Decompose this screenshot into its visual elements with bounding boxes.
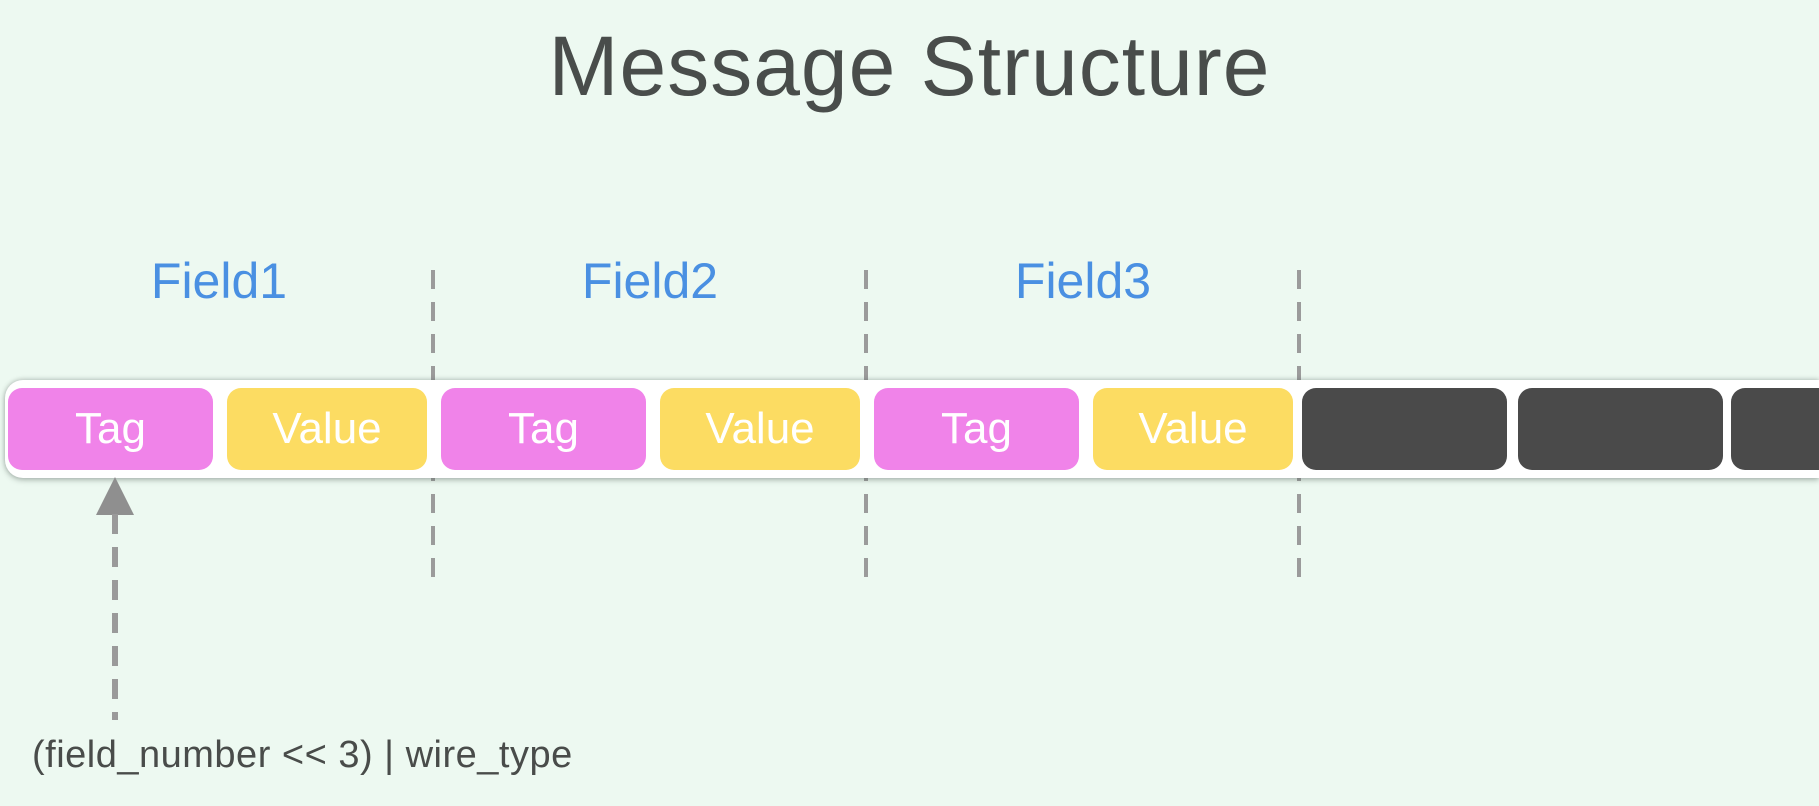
value-box-3: Value bbox=[1093, 388, 1293, 470]
value-box-3-label: Value bbox=[1138, 404, 1248, 453]
value-box-2-label: Value bbox=[705, 404, 815, 453]
tag-box-3-label: Tag bbox=[941, 404, 1012, 453]
tag-box-1: Tag bbox=[8, 388, 213, 470]
byte-stream-strip: Tag Value Tag Value Tag Value bbox=[5, 380, 1819, 478]
tag-box-1-label: Tag bbox=[75, 404, 146, 453]
value-box-1-label: Value bbox=[272, 404, 382, 453]
raw-bytes-box-1 bbox=[1302, 388, 1507, 470]
raw-bytes-box-3 bbox=[1731, 388, 1819, 470]
tag-box-2: Tag bbox=[441, 388, 646, 470]
field3-label: Field3 bbox=[1014, 253, 1152, 309]
arrow-dashed-stem bbox=[112, 514, 118, 720]
value-box-1: Value bbox=[227, 388, 427, 470]
arrow-up-icon bbox=[96, 477, 134, 515]
tag-formula-annotation: (field_number << 3) | wire_type bbox=[32, 734, 573, 776]
diagram-title: Message Structure bbox=[548, 19, 1271, 113]
tag-box-3: Tag bbox=[874, 388, 1079, 470]
field2-label: Field2 bbox=[581, 253, 719, 309]
raw-bytes-box-2 bbox=[1518, 388, 1723, 470]
field1-label: Field1 bbox=[150, 253, 288, 309]
value-box-2: Value bbox=[660, 388, 860, 470]
tag-box-2-label: Tag bbox=[508, 404, 579, 453]
